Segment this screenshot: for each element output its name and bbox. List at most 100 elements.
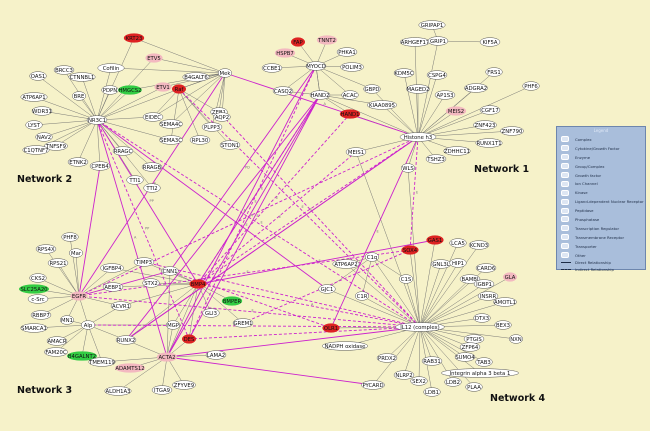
node-lca5[interactable]: LCA5 bbox=[449, 238, 467, 248]
node-hspb7[interactable]: HSPB7 bbox=[274, 48, 296, 58]
node-gripap1[interactable]: GRIPAP1 bbox=[418, 20, 446, 30]
node-frs1[interactable]: FRS1 bbox=[485, 67, 503, 77]
node-rbbp7[interactable]: RBBP7 bbox=[30, 310, 52, 320]
node-igbp1[interactable]: IGBP1 bbox=[473, 279, 495, 289]
node-ston1[interactable]: STON1 bbox=[219, 140, 241, 150]
node-rps21[interactable]: RPS21 bbox=[47, 258, 69, 268]
node-sex2[interactable]: SEX2 bbox=[410, 376, 428, 386]
node-casq2[interactable]: CASQ2 bbox=[272, 86, 294, 96]
node-nlrp2[interactable]: NLRP2 bbox=[393, 370, 415, 380]
node-znf790[interactable]: ZNF790 bbox=[500, 126, 524, 136]
node-oas1[interactable]: OAS1 bbox=[29, 71, 47, 81]
node-nadph[interactable]: NADPH oxidase bbox=[321, 341, 369, 351]
node-rps4x[interactable]: RPS4X bbox=[35, 244, 57, 254]
node-tti1[interactable]: TTI1 bbox=[126, 175, 144, 185]
node-csrc[interactable]: c-Src bbox=[27, 294, 49, 304]
node-ccbe1[interactable]: CCBE1 bbox=[261, 63, 283, 73]
node-ptgis[interactable]: PTGIS bbox=[463, 334, 485, 344]
node-acvr1[interactable]: ACVR1 bbox=[110, 301, 132, 311]
node-kdm5c[interactable]: KDM5C bbox=[393, 68, 415, 78]
node-pdpn[interactable]: PDPN bbox=[101, 85, 119, 95]
node-igfbp4[interactable]: IGFBP4 bbox=[100, 263, 124, 273]
node-cspg4[interactable]: CSPG4 bbox=[426, 70, 448, 80]
node-integrinalpha3[interactable]: Integrin alpha 3 beta 1 bbox=[440, 368, 520, 378]
node-amotl1[interactable]: AMOTL1 bbox=[493, 297, 517, 307]
node-grem1[interactable]: GREM1 bbox=[232, 318, 254, 328]
node-rragc[interactable]: RRAGC bbox=[112, 146, 134, 156]
node-ap1s3[interactable]: AP1S3 bbox=[434, 90, 456, 100]
node-arhgef17[interactable]: ARHGEF17 bbox=[399, 37, 431, 47]
node-sox4[interactable]: SOX4 bbox=[401, 245, 419, 255]
node-krt23[interactable]: KRT23 bbox=[123, 33, 145, 43]
node-nxn[interactable]: NXN bbox=[508, 334, 524, 344]
node-gbpd[interactable]: GBPD bbox=[363, 84, 381, 94]
node-rab31[interactable]: RAB31 bbox=[421, 356, 443, 366]
node-dtx3[interactable]: DTX3 bbox=[473, 313, 491, 323]
node-kiaa0895[interactable]: KIAA0895 bbox=[366, 100, 398, 110]
node-cofilin[interactable]: Cofilin bbox=[97, 63, 125, 73]
node-ilk[interactable]: IL12 (complex) bbox=[395, 322, 445, 332]
node-itga9[interactable]: ITGA9 bbox=[151, 385, 173, 395]
node-myocd[interactable]: MYOCD bbox=[305, 61, 327, 71]
node-slc25a20[interactable]: SLC25A20 bbox=[18, 284, 50, 294]
node-tab3[interactable]: TAB3 bbox=[475, 357, 493, 367]
node-adamts12[interactable]: ADAMTS12 bbox=[114, 363, 146, 373]
node-mgp[interactable]: MGP bbox=[165, 320, 181, 330]
node-mek[interactable]: Mek bbox=[217, 68, 233, 78]
node-b4galnt2[interactable]: B4GALNT2 bbox=[66, 351, 98, 361]
node-etv1[interactable]: ETV1 bbox=[154, 82, 172, 92]
node-brcc3[interactable]: BRCC3 bbox=[53, 65, 75, 75]
node-hand2[interactable]: HAND2 bbox=[309, 90, 331, 100]
node-phf6[interactable]: PHF6 bbox=[522, 81, 540, 91]
node-meis1[interactable]: MEIS1 bbox=[345, 147, 367, 157]
node-cks2[interactable]: CKS2 bbox=[29, 273, 47, 283]
node-plpp3[interactable]: PLPP3 bbox=[201, 122, 223, 132]
node-lama2[interactable]: LAMA2 bbox=[205, 350, 227, 360]
node-etnk2[interactable]: ETNK2 bbox=[67, 157, 89, 167]
node-card6[interactable]: CARD6 bbox=[475, 263, 497, 273]
node-c1r[interactable]: C1R bbox=[354, 291, 370, 301]
node-phka1[interactable]: PHKA1 bbox=[336, 47, 358, 57]
node-c1qtnf7[interactable]: C1QTNF7 bbox=[22, 145, 50, 155]
node-nav2[interactable]: NAV2 bbox=[35, 132, 53, 142]
node-zfyve9[interactable]: ZFYVE9 bbox=[172, 380, 196, 390]
node-kif5a[interactable]: KIF5A bbox=[479, 37, 501, 47]
node-prdx2[interactable]: PRDX2 bbox=[376, 353, 398, 363]
node-smarca1[interactable]: SMARCA1 bbox=[20, 323, 48, 333]
node-insrr[interactable]: INSRR bbox=[477, 291, 499, 301]
node-tti2[interactable]: TTI2 bbox=[143, 183, 161, 193]
node-timp3[interactable]: TIMP3 bbox=[133, 257, 155, 267]
node-phf8[interactable]: PHF8 bbox=[61, 232, 79, 242]
node-cpeb4[interactable]: CPEB4 bbox=[89, 161, 111, 171]
node-amacr[interactable]: AMACR bbox=[46, 336, 68, 346]
node-raf[interactable]: Raf bbox=[171, 84, 187, 94]
node-b4galt6[interactable]: B4GALT6 bbox=[182, 72, 210, 82]
node-pycard[interactable]: PYCARD bbox=[361, 380, 385, 390]
node-rpl30[interactable]: RPL30 bbox=[189, 135, 211, 145]
node-aebp1[interactable]: AEBP1 bbox=[102, 282, 124, 292]
node-histoneh3[interactable]: Histone h3 bbox=[399, 132, 437, 142]
node-alp[interactable]: Alp bbox=[80, 320, 96, 330]
node-mn1[interactable]: MN1 bbox=[59, 315, 75, 325]
node-polim3[interactable]: POLIM3 bbox=[340, 62, 364, 72]
node-c1s[interactable]: C1S bbox=[398, 274, 414, 284]
node-atp6ap2[interactable]: ATP6AP2 bbox=[332, 259, 360, 269]
node-bex3[interactable]: BEX3 bbox=[494, 320, 512, 330]
node-nr3c1[interactable]: NR3C1 bbox=[86, 115, 108, 125]
node-hmgcs2[interactable]: HMGCS2 bbox=[118, 85, 142, 95]
node-egfr[interactable]: EGFR bbox=[70, 291, 88, 301]
node-mar[interactable]: Mar bbox=[68, 248, 84, 258]
node-sema4c[interactable]: SEMA4C bbox=[159, 119, 183, 129]
node-gas1[interactable]: GAS1 bbox=[426, 235, 444, 245]
node-runx1t1[interactable]: RUNX1T1 bbox=[475, 138, 503, 148]
node-bmp4[interactable]: BMP4 bbox=[189, 279, 207, 289]
node-gnl3l[interactable]: GNL3L bbox=[430, 259, 452, 269]
node-fap[interactable]: FAP bbox=[290, 37, 306, 47]
node-hand1[interactable]: HAND1 bbox=[339, 109, 361, 119]
node-atp6ap1[interactable]: ATP6AP1 bbox=[20, 92, 48, 102]
node-olr1[interactable]: OLR1 bbox=[322, 323, 340, 333]
node-etv5[interactable]: ETV5 bbox=[145, 53, 163, 63]
node-bmper[interactable]: BMPER bbox=[221, 296, 243, 306]
node-maged2[interactable]: MAGED2 bbox=[406, 84, 430, 94]
node-ctnnbl1[interactable]: CTNNBL1 bbox=[68, 72, 96, 82]
